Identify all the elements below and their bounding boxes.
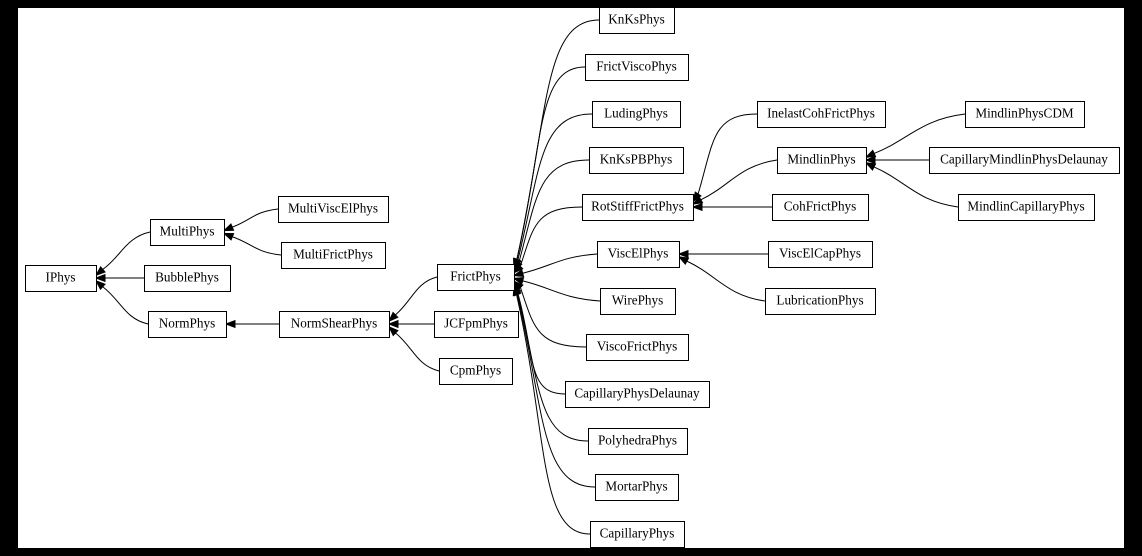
node-WirePhys[interactable]: WirePhys	[600, 288, 676, 315]
node-PolyhedraPhys[interactable]: PolyhedraPhys	[588, 428, 688, 455]
node-label: BubblePhys	[155, 270, 219, 285]
edge-ViscElCapPhys-to-ViscElPhys	[677, 249, 768, 259]
node-label: CapillaryPhys	[600, 526, 675, 541]
edge-MindlinCapillaryPhys-to-MindlinPhys	[864, 162, 959, 208]
node-CohFrictPhys[interactable]: CohFrictPhys	[772, 194, 869, 221]
node-label: WirePhys	[612, 293, 663, 308]
node-LubricationPhys[interactable]: LubricationPhys	[765, 288, 876, 315]
node-label: MortarPhys	[605, 479, 667, 494]
node-label: NormPhys	[159, 316, 215, 331]
node-label: MindlinPhysCDM	[975, 106, 1073, 121]
edge-NormPhys-to-IPhys	[94, 279, 149, 325]
node-BubblePhys[interactable]: BubblePhys	[144, 265, 231, 292]
edge-LudingPhys-to-FrictPhys	[513, 113, 593, 270]
edge-MultiFrictPhys-to-MultiPhys	[222, 232, 282, 256]
node-label: LudingPhys	[604, 106, 668, 121]
edge-NormShearPhys-to-NormPhys	[224, 319, 279, 329]
node-RotStiffFrictPhys[interactable]: RotStiffFrictPhys	[582, 194, 694, 221]
node-NormPhys[interactable]: NormPhys	[148, 311, 227, 338]
edge-CapillaryPhysDelaunay-to-FrictPhys	[513, 282, 566, 395]
edge-MindlinPhys-to-RotStiffFrictPhys	[691, 159, 778, 205]
edge-CpmPhys-to-NormShearPhys	[387, 325, 440, 372]
node-MultiFrictPhys[interactable]: MultiFrictPhys	[281, 242, 386, 269]
node-label: LubricationPhys	[776, 293, 863, 308]
node-CapillaryPhysDelaunay[interactable]: CapillaryPhysDelaunay	[565, 381, 710, 408]
node-MultiPhys[interactable]: MultiPhys	[150, 219, 225, 246]
edge-PolyhedraPhys-to-FrictPhys	[513, 284, 589, 442]
node-label: KnKsPhys	[608, 12, 664, 27]
edge-MindlinPhysCDM-to-MindlinPhys	[864, 113, 966, 158]
edge-FrictViscoPhys-to-FrictPhys	[513, 66, 586, 270]
node-CpmPhys[interactable]: CpmPhys	[439, 358, 513, 385]
edge-ViscElPhys-to-FrictPhys	[512, 253, 598, 278]
node-MindlinCapillaryPhys[interactable]: MindlinCapillaryPhys	[958, 194, 1095, 221]
node-label: MultiViscElPhys	[288, 201, 378, 216]
node-label: InelastCohFrictPhys	[767, 106, 875, 121]
node-label: NormShearPhys	[291, 316, 377, 331]
node-MindlinPhys[interactable]: MindlinPhys	[777, 147, 867, 174]
node-MortarPhys[interactable]: MortarPhys	[595, 474, 679, 501]
node-label: MultiFrictPhys	[293, 247, 373, 262]
node-label: ViscElPhys	[608, 246, 669, 261]
node-label: ViscElCapPhys	[779, 246, 861, 261]
edge-CohFrictPhys-to-RotStiffFrictPhys	[691, 202, 772, 212]
node-InelastCohFrictPhys[interactable]: InelastCohFrictPhys	[757, 101, 886, 128]
edge-InelastCohFrictPhys-to-RotStiffFrictPhys	[692, 113, 758, 203]
edge-CapillaryMindlinPhysDelaunay-to-MindlinPhys	[864, 155, 929, 165]
node-ViscElPhys[interactable]: ViscElPhys	[597, 241, 680, 268]
node-ViscElCapPhys[interactable]: ViscElCapPhys	[768, 241, 873, 268]
edge-LubricationPhys-to-ViscElPhys	[677, 256, 766, 302]
node-ViscoFrictPhys[interactable]: ViscoFrictPhys	[586, 334, 689, 361]
node-label: ViscoFrictPhys	[597, 339, 678, 354]
node-FrictPhys[interactable]: FrictPhys	[437, 264, 515, 291]
node-label: MindlinPhys	[787, 152, 855, 167]
node-KnKsPhys[interactable]: KnKsPhys	[599, 8, 675, 34]
node-CapillaryPhys[interactable]: CapillaryPhys	[590, 521, 685, 548]
node-LudingPhys[interactable]: LudingPhys	[592, 101, 681, 128]
node-NormShearPhys[interactable]: NormShearPhys	[279, 311, 390, 338]
edge-MultiViscElPhys-to-MultiPhys	[222, 208, 279, 232]
edge-layer	[94, 19, 966, 535]
node-label: RotStiffFrictPhys	[591, 199, 684, 214]
node-KnKsPBPhys[interactable]: KnKsPBPhys	[589, 147, 684, 174]
edge-JCFpmPhys-to-NormShearPhys	[387, 319, 434, 329]
edge-KnKsPBPhys-to-FrictPhys	[513, 159, 590, 272]
node-JCFpmPhys[interactable]: JCFpmPhys	[434, 311, 519, 338]
node-label: IPhys	[45, 270, 75, 285]
edge-FrictPhys-to-NormShearPhys	[387, 276, 438, 323]
node-label: KnKsPBPhys	[600, 152, 673, 167]
node-label: PolyhedraPhys	[598, 433, 677, 448]
node-label: CpmPhys	[450, 363, 501, 378]
edge-WirePhys-to-FrictPhys	[512, 277, 601, 302]
node-label: CohFrictPhys	[784, 199, 857, 214]
node-label: MindlinCapillaryPhys	[967, 199, 1084, 214]
node-FrictViscoPhys[interactable]: FrictViscoPhys	[585, 54, 689, 81]
node-label: CapillaryMindlinPhysDelaunay	[940, 152, 1108, 167]
node-label: JCFpmPhys	[444, 316, 508, 331]
edge-BubblePhys-to-IPhys	[94, 273, 144, 283]
node-label: FrictPhys	[450, 269, 501, 284]
node-MindlinPhysCDM[interactable]: MindlinPhysCDM	[965, 101, 1085, 128]
node-label: MultiPhys	[160, 224, 215, 239]
edge-RotStiffFrictPhys-to-FrictPhys	[513, 206, 583, 274]
node-IPhys[interactable]: IPhys	[25, 265, 97, 292]
node-CapillaryMindlinPhysDelaunay[interactable]: CapillaryMindlinPhysDelaunay	[929, 147, 1120, 174]
edge-MultiPhys-to-IPhys	[94, 231, 151, 277]
node-label: CapillaryPhysDelaunay	[574, 386, 700, 401]
node-MultiViscElPhys[interactable]: MultiViscElPhys	[278, 196, 389, 223]
node-label: FrictViscoPhys	[596, 59, 677, 74]
